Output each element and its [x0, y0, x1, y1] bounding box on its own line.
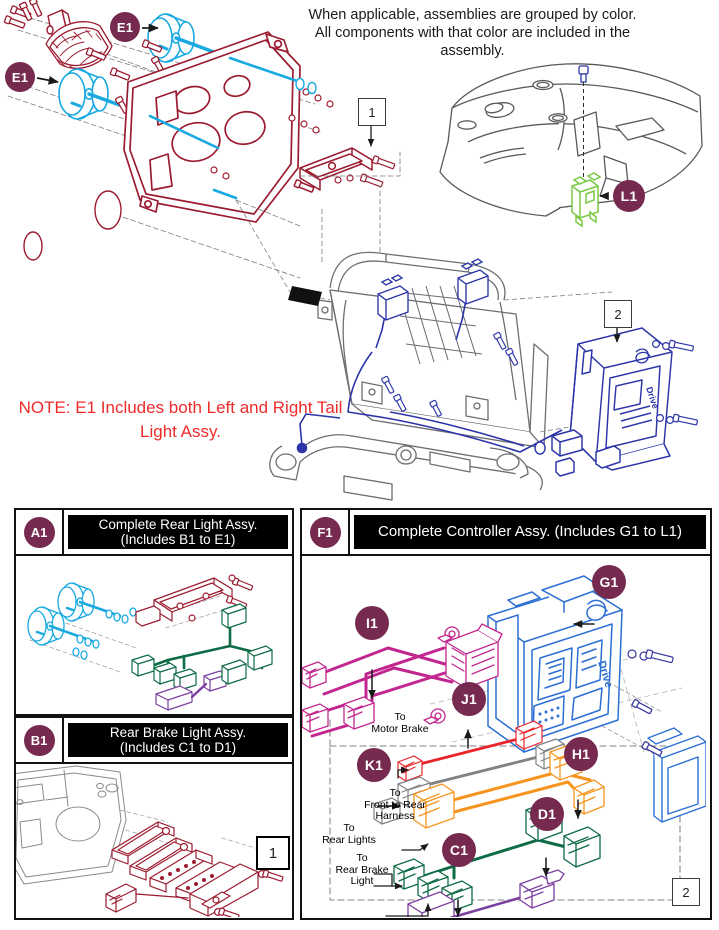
number-callout-2[interactable]: 2: [604, 300, 632, 328]
callout-badge-k1[interactable]: K1: [357, 748, 391, 782]
panel-f1-body: Drive: [302, 556, 710, 917]
label-to-motor-brake: To Motor Brake: [371, 711, 429, 735]
panel-b1-number-callout[interactable]: 1: [256, 836, 290, 870]
panel-a1-header: A1 Complete Rear Light Assy. (Includes B…: [16, 510, 292, 556]
red-note: NOTE: E1 Includes both Left and Right Ta…: [18, 398, 343, 441]
l1-green-switch: [571, 172, 602, 228]
panel-a1-badge-cell: A1: [16, 510, 64, 554]
panel-b1-badge[interactable]: B1: [23, 724, 55, 756]
rear-shroud: [439, 63, 703, 217]
panel-b1-title: Rear Brake Light Assy. (Includes C1 to D…: [64, 718, 292, 762]
callout-badge-e1-top[interactable]: E1: [110, 12, 140, 42]
panel-a1-title-line1: Complete Rear Light Assy.: [98, 516, 258, 532]
panel-b1-title-line1: Rear Brake Light Assy.: [109, 724, 247, 740]
panel-a1-badge[interactable]: A1: [23, 516, 55, 548]
callout-badge-j1[interactable]: J1: [452, 682, 486, 716]
black-wedge-marker: [288, 286, 322, 306]
panel-f1-badge[interactable]: F1: [309, 516, 341, 548]
callout-badge-l1[interactable]: L1: [613, 180, 645, 212]
shroud-bolt: [578, 65, 589, 190]
panel-f1: F1 Complete Controller Assy. (Includes G…: [300, 508, 712, 920]
panel-f1-badge-cell: F1: [302, 510, 350, 554]
panel-b1-title-line2: (Includes C1 to D1): [119, 740, 237, 755]
panel-a1: A1 Complete Rear Light Assy. (Includes B…: [14, 508, 294, 716]
label-to-front-to-rear-harness: To Front to Rear Harness: [364, 787, 426, 822]
panel-b1-body: [16, 764, 292, 917]
controller-unit-blue: Drive: [534, 327, 673, 477]
callout-badge-g1[interactable]: G1: [592, 565, 626, 599]
panel-f1-drawing: Drive: [302, 575, 706, 917]
chassis-frame: [269, 251, 549, 501]
panel-b1-badge-cell: B1: [16, 718, 64, 762]
panel-b1-header: B1 Rear Brake Light Assy. (Includes C1 t…: [16, 718, 292, 764]
main-assembly-group: Drive: [3, 0, 703, 501]
callout-badge-c1[interactable]: C1: [442, 833, 476, 867]
panel-a1-drawing: [27, 574, 273, 711]
tail-light-exploded-parts: [3, 0, 401, 279]
panel-f1-header: F1 Complete Controller Assy. (Includes G…: [302, 510, 710, 556]
callout-badge-h1[interactable]: H1: [564, 737, 598, 771]
callout-badge-d1[interactable]: D1: [530, 797, 564, 831]
panel-a1-body: [16, 556, 292, 713]
top-note: When applicable, assemblies are grouped …: [308, 7, 637, 59]
panel-a1-title-line2: (Includes B1 to E1): [120, 532, 236, 547]
panel-f1-number-callout[interactable]: 2: [672, 878, 700, 906]
callout-badge-i1[interactable]: I1: [355, 606, 389, 640]
panel-b1-drawing: [16, 765, 284, 917]
label-to-rear-lights: To Rear Lights: [322, 822, 376, 846]
label-to-rear-brake-light: To Rear Brake Light: [335, 852, 389, 887]
panel-a1-title: Complete Rear Light Assy. (Includes B1 t…: [64, 510, 292, 554]
number-callout-1[interactable]: 1: [358, 98, 386, 126]
blue-connectors: [377, 258, 489, 321]
panel-f1-title: Complete Controller Assy. (Includes G1 t…: [350, 510, 710, 554]
panel-b1: B1 Rear Brake Light Assy. (Includes C1 t…: [14, 716, 294, 920]
callout-badge-e1-left[interactable]: E1: [5, 62, 35, 92]
panel-f1-title-line1: Complete Controller Assy. (Includes G1 t…: [377, 523, 683, 541]
